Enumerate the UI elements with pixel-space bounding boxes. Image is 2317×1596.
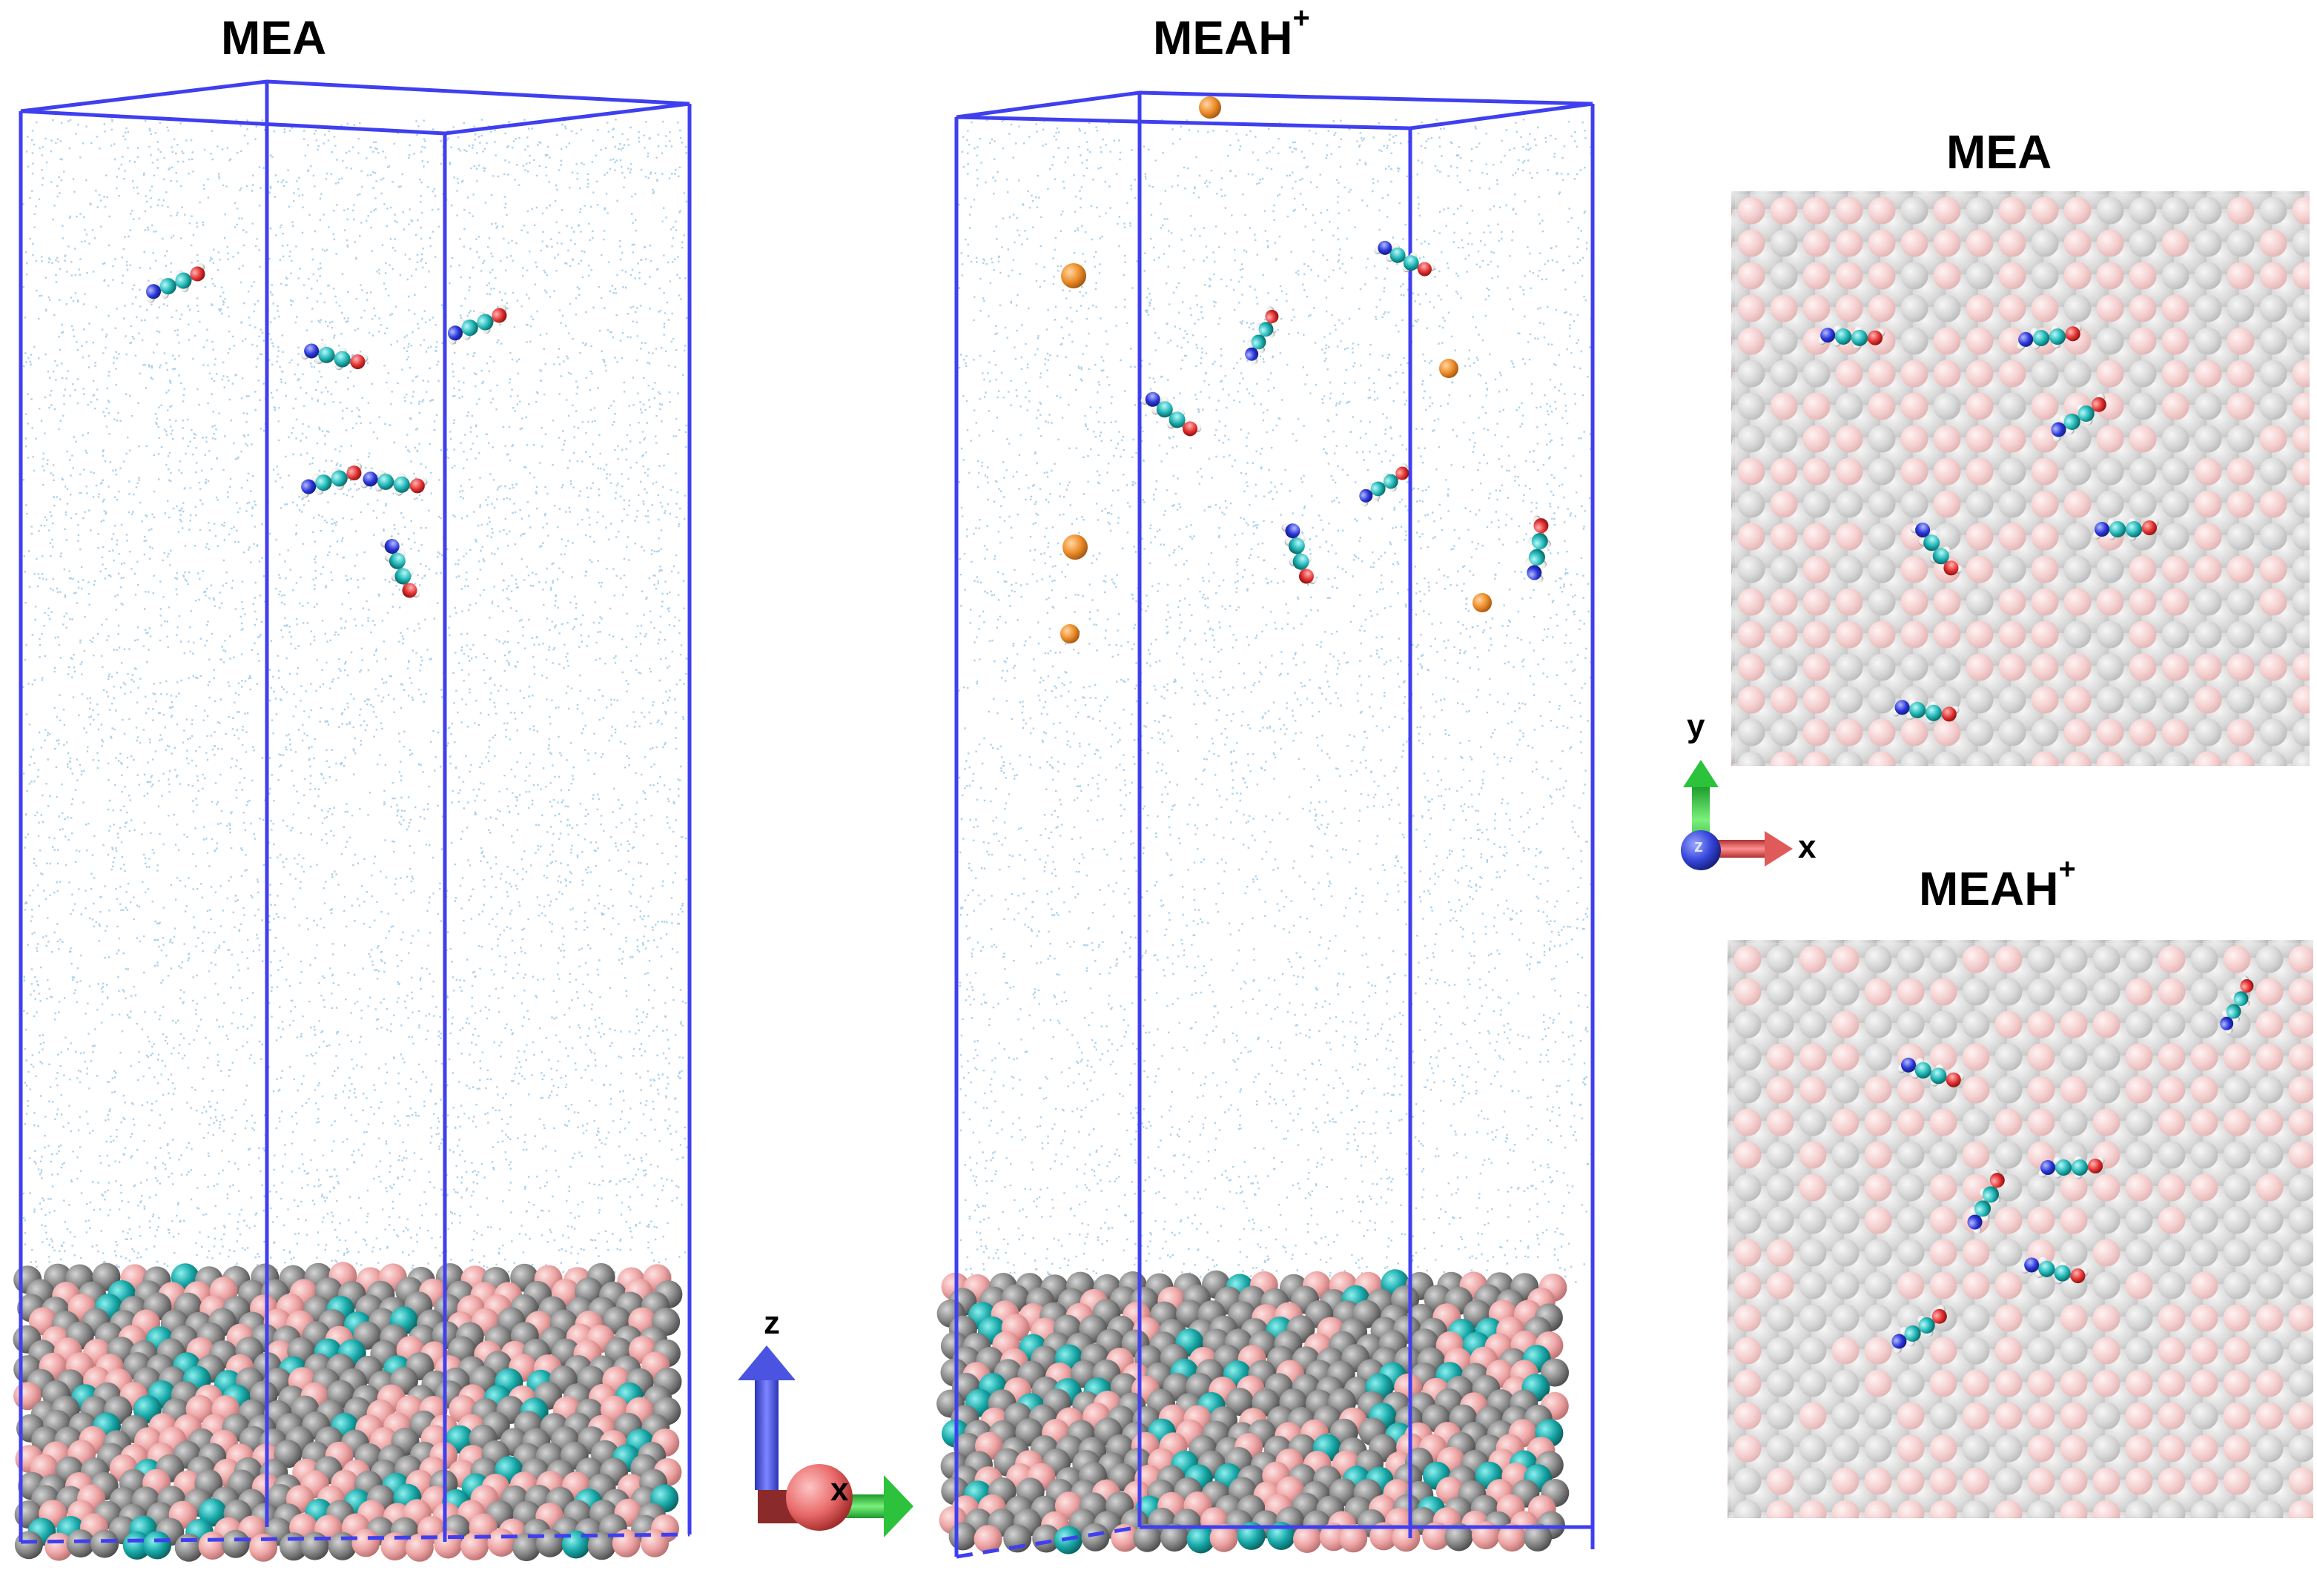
slab-mea bbox=[13, 1262, 683, 1562]
axis-triad-side bbox=[738, 1345, 913, 1537]
panel-title-text: MEA bbox=[1946, 125, 2052, 179]
axis-triad-top bbox=[1681, 760, 1793, 870]
simulation-box-meah bbox=[954, 90, 1595, 1559]
panel-title-text: MEA bbox=[221, 11, 327, 64]
charge-superscript: + bbox=[2058, 852, 2076, 886]
solvent-dots-meah bbox=[958, 119, 1593, 1284]
axis-arrow-x-head-icon bbox=[1765, 831, 1793, 867]
axis-label-y-top: y bbox=[1687, 708, 1705, 744]
axis-label-z-side: z bbox=[764, 1305, 780, 1341]
axis-arrow-y-head-icon bbox=[884, 1475, 913, 1537]
slab-meah bbox=[936, 1269, 1570, 1554]
axis-label-x-side: x bbox=[830, 1471, 849, 1508]
axis-origin-sphere-icon bbox=[1681, 830, 1721, 870]
axis-arrow-z-icon bbox=[755, 1379, 779, 1490]
panel-title-meah-top: MEAH+ bbox=[1919, 854, 2076, 916]
axis-arrow-y-head-icon bbox=[1683, 760, 1719, 787]
mea-molecules bbox=[145, 240, 2254, 1354]
counter-ions bbox=[1060, 96, 1492, 643]
panel-title-mea-side: MEA bbox=[221, 10, 326, 65]
axis-label-z-top: z bbox=[1694, 836, 1703, 856]
panel-title-text: MEAH bbox=[1153, 11, 1293, 64]
panel-title-text: MEAH bbox=[1919, 862, 2059, 915]
solvent-dots-mea bbox=[22, 119, 688, 1277]
axis-origin-sphere-icon bbox=[786, 1464, 853, 1531]
charge-superscript: + bbox=[1292, 1, 1310, 35]
panel-title-meah-side: MEAH+ bbox=[1153, 3, 1310, 65]
simulation-box-mea bbox=[19, 79, 692, 1544]
axis-label-x-top: x bbox=[1798, 829, 1817, 865]
surface-top-view-mea bbox=[1731, 191, 2310, 766]
surface-top-view-meah bbox=[1728, 940, 2313, 1518]
panel-title-mea-top: MEA bbox=[1946, 125, 2052, 179]
axis-arrow-z-head-icon bbox=[738, 1345, 796, 1380]
